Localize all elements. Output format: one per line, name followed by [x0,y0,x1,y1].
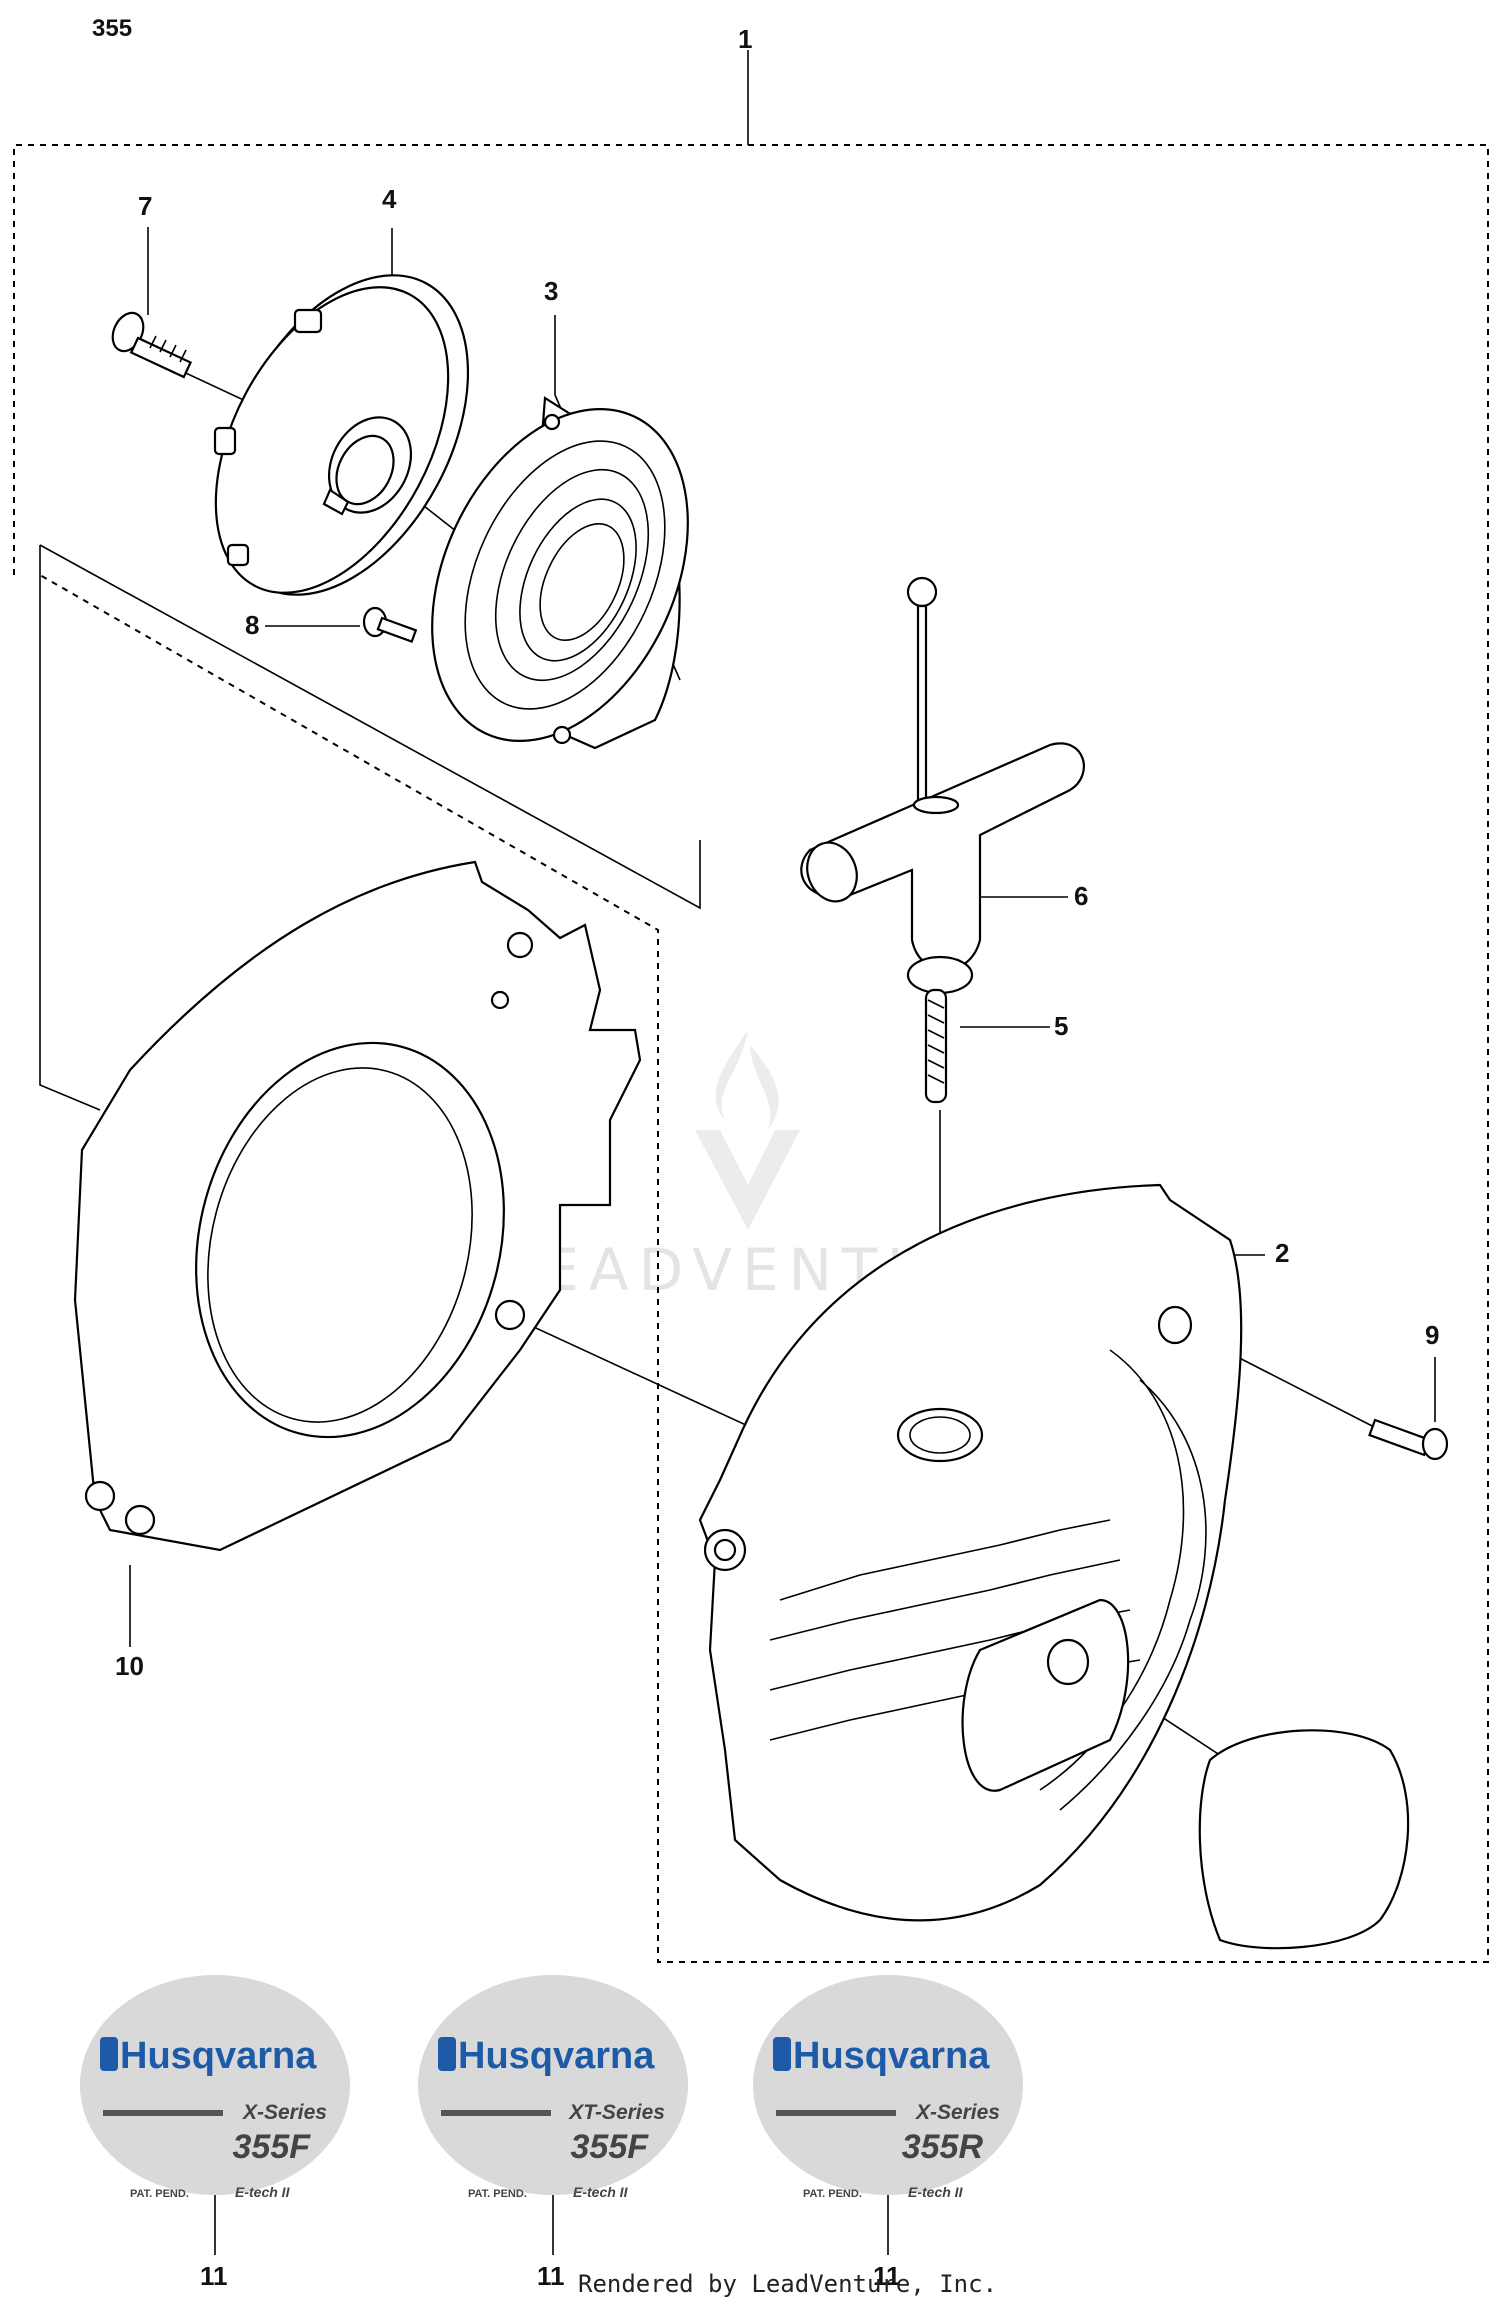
decal-pat-pend: PAT. PEND. [130,2188,189,2200]
part-7-bolt [111,311,193,379]
decal-pat-pend: PAT. PEND. [803,2188,862,2200]
callout-numbers: 1 2 3 4 5 6 7 8 9 10 11 11 11 [115,24,1439,2291]
husqvarna-logo-icon [100,2037,118,2071]
part-6-handle [800,576,1085,995]
part-4-pulley [213,274,470,596]
callout-2: 2 [1275,1238,1289,1268]
decal-etech: E-tech II [235,2184,291,2200]
callout-9: 9 [1425,1320,1439,1350]
decal-etech: E-tech II [908,2184,964,2200]
part-5-rope [924,988,948,1104]
callout-8: 8 [245,610,259,640]
decal-model: 355F [233,2128,312,2166]
decal-model: 355R [902,2128,984,2166]
decal-series: XT-Series [568,2101,665,2124]
decal-disc [1198,1729,1410,1950]
callout-4: 4 [382,184,397,214]
decal-model: 355F [571,2128,650,2166]
part-3-spring-cassette [431,396,689,750]
husqvarna-logo-icon [438,2037,456,2071]
callout-11a: 11 [200,2261,228,2291]
decal-1: Husqvarna X-Series 355F PAT. PEND. E-tec… [80,1975,350,2200]
callout-5: 5 [1054,1011,1068,1041]
decal-2: Husqvarna XT-Series 355F PAT. PEND. E-te… [418,1975,688,2200]
part-9-bolt [1368,1418,1449,1461]
decal-background [80,1975,350,2195]
decal-background [753,1975,1023,2195]
model-label: 355 [92,15,132,42]
part-8-screw [362,606,418,643]
callout-11b: 11 [537,2261,565,2291]
decal-background [418,1975,688,2195]
assembly-boundary [13,50,1489,1963]
decal-3: Husqvarna X-Series 355R PAT. PEND. E-tec… [753,1975,1023,2200]
render-credit: Rendered by LeadVenture, Inc. [578,2270,998,2298]
decal-brand: Husqvarna [458,2035,655,2077]
callout-10: 10 [115,1651,144,1681]
callout-11c: 11 [873,2261,901,2291]
callout-1: 1 [738,24,752,54]
husqvarna-logo-icon [773,2037,791,2071]
callout-6: 6 [1074,881,1088,911]
part-10-fan-housing [73,860,642,1552]
decal-brand: Husqvarna [793,2035,990,2077]
callout-3: 3 [544,276,558,306]
callout-7: 7 [138,191,152,221]
decal-etech: E-tech II [573,2184,629,2200]
decal-series: X-Series [242,2101,327,2124]
decal-pat-pend: PAT. PEND. [468,2188,527,2200]
part-2-starter-cover [698,1183,1243,1922]
decal-series: X-Series [915,2101,1000,2124]
decal-brand: Husqvarna [120,2035,317,2077]
